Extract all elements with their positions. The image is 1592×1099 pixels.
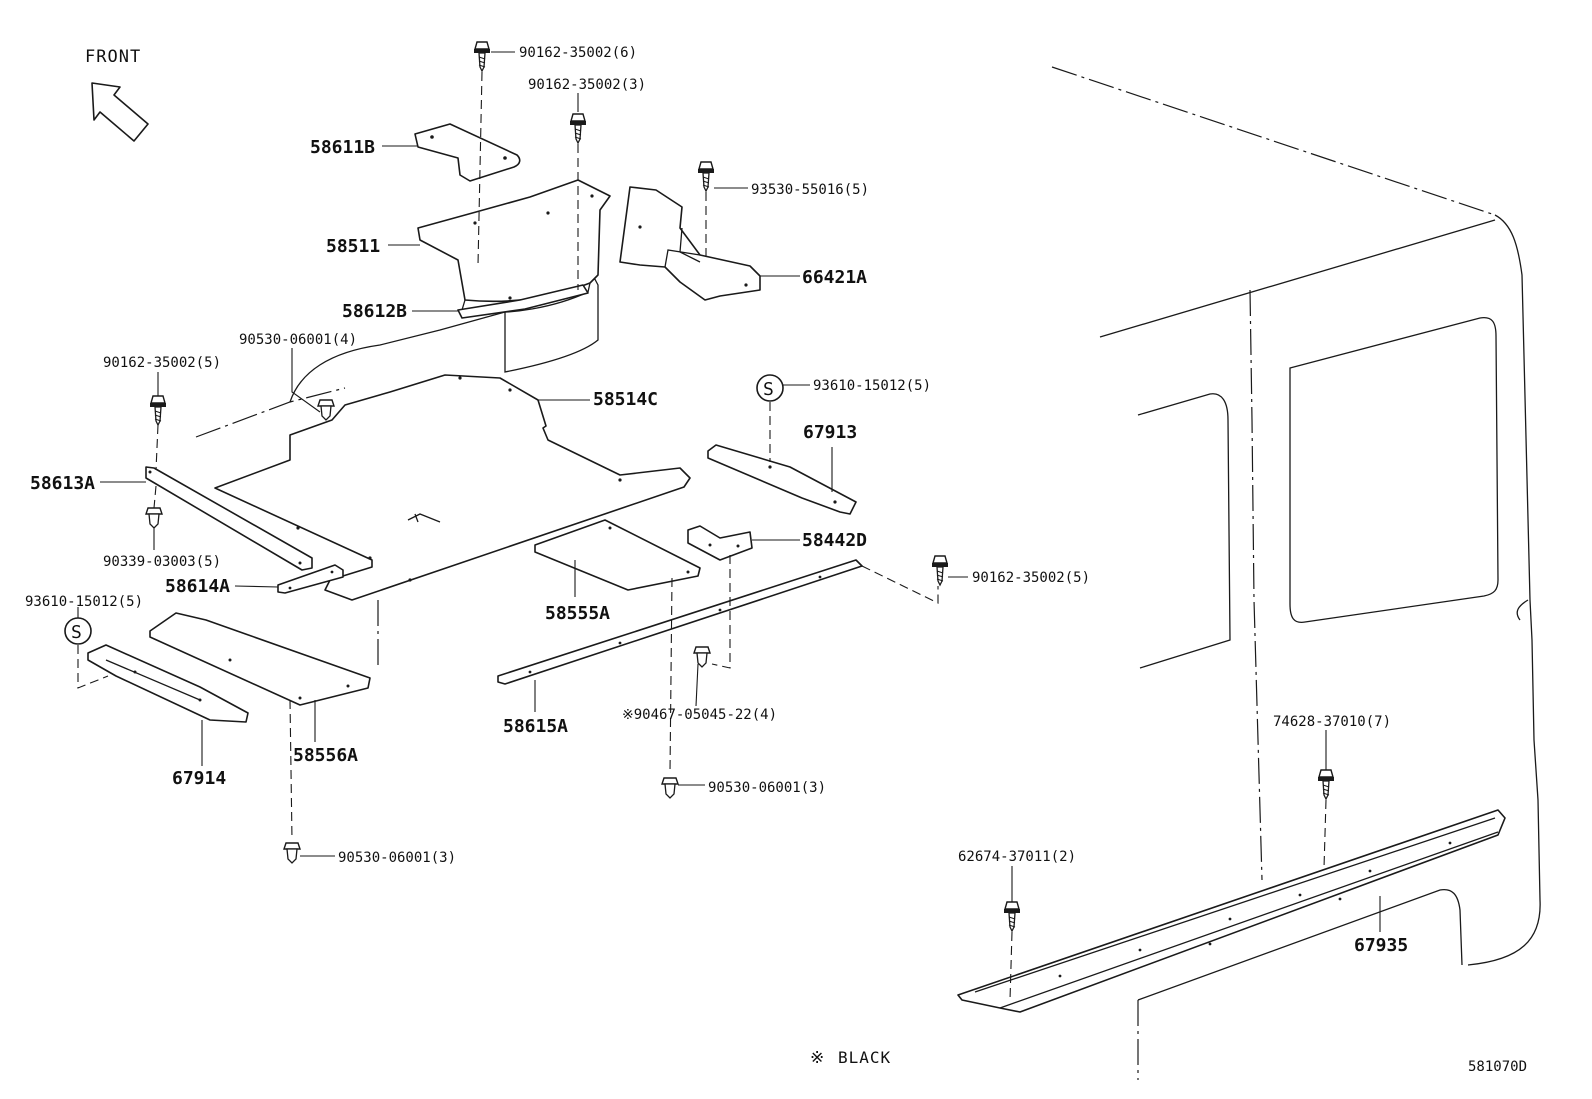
label-66421A[interactable]: 66421A	[802, 267, 867, 288]
service-symbol: S	[763, 379, 774, 400]
part-58614A[interactable]	[277, 564, 344, 594]
label-90162-35002-6[interactable]: 90162-35002(6)	[519, 45, 637, 61]
label-58611B[interactable]: 58611B	[310, 137, 375, 158]
part-58514C[interactable]	[214, 374, 691, 601]
clip-icon[interactable]	[145, 507, 163, 529]
label-58514C[interactable]: 58514C	[593, 389, 658, 410]
floor-outline	[195, 269, 599, 668]
clip-icon[interactable]	[317, 399, 335, 421]
footnote-text: BLACK	[838, 1048, 891, 1067]
clip-icon[interactable]	[661, 777, 679, 799]
part-66421A[interactable]	[619, 186, 761, 301]
front-indicator: FRONT	[85, 47, 149, 142]
part-58611B[interactable]	[414, 123, 521, 182]
bolt-icon[interactable]	[1003, 901, 1021, 932]
bolt-icon[interactable]	[149, 395, 167, 426]
label-90162-35002-3[interactable]: 90162-35002(3)	[528, 77, 646, 93]
label-90339-03003-5[interactable]: 90339-03003(5)	[103, 554, 221, 570]
part-labels: 58611B 58511 58612B 66421A 58514C 67913 …	[30, 137, 1408, 956]
label-58612B[interactable]: 58612B	[342, 301, 407, 322]
bolt-icon[interactable]	[697, 161, 715, 192]
label-90162-35002-5-right[interactable]: 90162-35002(5)	[972, 570, 1090, 586]
part-58442D[interactable]	[687, 525, 753, 561]
part-58612B[interactable]	[457, 284, 589, 319]
bolt-icon[interactable]	[473, 41, 491, 72]
label-67935[interactable]: 67935	[1354, 935, 1408, 956]
label-67913[interactable]: 67913	[803, 422, 857, 443]
bolt-icon[interactable]	[569, 113, 587, 144]
label-90530-06001-4[interactable]: 90530-06001(4)	[239, 332, 357, 348]
bolt-icon[interactable]	[1317, 769, 1335, 800]
label-93610-15012-5-left[interactable]: 93610-15012(5)	[25, 594, 143, 610]
leader-lines	[77, 51, 1381, 932]
footnote: ※ BLACK	[810, 1048, 891, 1068]
label-58614A[interactable]: 58614A	[165, 576, 230, 597]
label-58556A[interactable]: 58556A	[293, 745, 358, 766]
label-90467-05045-22-4[interactable]: ※90467-05045-22(4)	[622, 707, 777, 723]
label-93610-15012-5-right[interactable]: 93610-15012(5)	[813, 378, 931, 394]
label-90530-06001-3-center[interactable]: 90530-06001(3)	[708, 780, 826, 796]
part-58613A[interactable]	[145, 466, 313, 571]
service-part-icon	[756, 374, 784, 402]
part-67935[interactable]	[957, 809, 1506, 1013]
label-58613A[interactable]: 58613A	[30, 473, 95, 494]
part-67913[interactable]	[707, 444, 857, 515]
service-symbol: S	[71, 622, 82, 643]
label-58615A[interactable]: 58615A	[503, 716, 568, 737]
label-90162-35002-5-left[interactable]: 90162-35002(5)	[103, 355, 221, 371]
diagram-code: 581070D	[1468, 1059, 1527, 1075]
assembly-lines	[77, 71, 1327, 1001]
label-58555A[interactable]: 58555A	[545, 603, 610, 624]
fastener-labels: 90162-35002(6) 90162-35002(3) 93530-5501…	[25, 45, 1391, 866]
clip-icon[interactable]	[693, 646, 711, 668]
label-58511[interactable]: 58511	[326, 236, 380, 257]
part-67914[interactable]	[87, 644, 249, 723]
label-67914[interactable]: 67914	[172, 768, 226, 789]
label-58442D[interactable]: 58442D	[802, 530, 867, 551]
van-body-outline	[1051, 66, 1541, 1080]
bolt-icon[interactable]	[931, 555, 949, 586]
part-58555A[interactable]	[534, 519, 701, 591]
front-arrow-icon	[91, 82, 149, 142]
label-62674-37011-2[interactable]: 62674-37011(2)	[958, 849, 1076, 865]
clip-icon[interactable]	[283, 842, 301, 864]
front-label: FRONT	[85, 47, 141, 67]
part-58556A[interactable]	[149, 612, 371, 706]
label-90530-06001-3-left[interactable]: 90530-06001(3)	[338, 850, 456, 866]
label-74628-37010-7[interactable]: 74628-37010(7)	[1273, 714, 1391, 730]
footnote-symbol: ※	[810, 1048, 824, 1068]
part-58615A[interactable]	[497, 559, 863, 685]
label-93530-55016-5[interactable]: 93530-55016(5)	[751, 182, 869, 198]
